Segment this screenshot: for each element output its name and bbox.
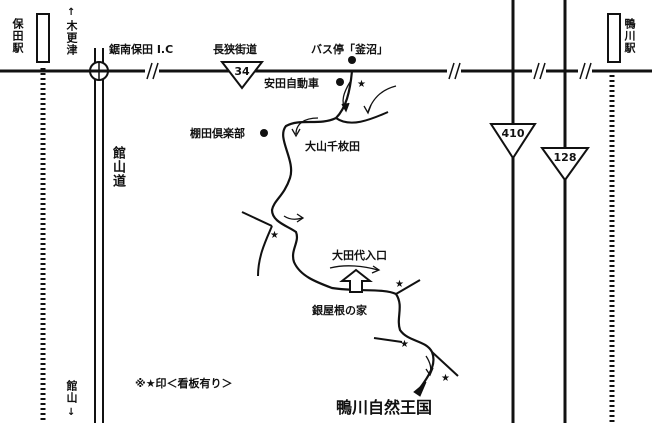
ginyane-arrow-icon — [339, 268, 373, 293]
destination-label: 鴨川自然王国 — [336, 398, 433, 417]
winding-route — [270, 70, 435, 389]
route-128-shield — [540, 147, 590, 182]
yasuda-garage-label: 安田自動車 — [264, 77, 319, 90]
side-road-b — [241, 211, 273, 227]
signboard-star: ★ — [270, 230, 279, 241]
route-410-number: 410 — [501, 127, 525, 140]
ohtashiro-entrance-label: 大田代入口 — [332, 249, 387, 262]
signboard-stars: ★ ★ ★ ★ ★ — [270, 79, 450, 384]
tanada-club-dot — [260, 129, 268, 137]
yasuda-garage-dot — [336, 78, 344, 86]
signboard-star: ★ — [357, 79, 366, 90]
down-arrow-tateyama: ↓ — [67, 407, 76, 418]
tanada-club-label: 棚田倶楽部 — [190, 127, 245, 140]
kyonan-ic-label: 鋸南保田 I.C — [109, 43, 174, 56]
kisarazu-label: 木更津 — [65, 20, 78, 56]
route-410-shield — [489, 123, 537, 160]
kamogawa-station-label: 鴨川駅 — [623, 18, 636, 54]
signboard-star: ★ — [441, 373, 450, 384]
destination-arrowhead — [413, 381, 427, 397]
signboard-star: ★ — [400, 339, 409, 350]
side-road-d — [395, 279, 421, 295]
ginyane-house-label: 銀屋根の家 — [312, 304, 367, 317]
nagasa-kaido-label: 長狭街道 — [213, 43, 257, 56]
sign-note-label: ※★印＜看板有り＞ — [135, 377, 233, 390]
signboard-star: ★ — [395, 279, 404, 290]
side-road-c — [257, 225, 273, 277]
road-break-marks — [145, 62, 592, 80]
oyama-senmaida-label: 大山千枚田 — [305, 140, 360, 153]
side-road-f — [431, 351, 459, 377]
up-arrow-kisarazu: ↑ — [67, 7, 76, 18]
side-road-a — [335, 111, 389, 124]
hota-station-box — [36, 13, 50, 63]
kamogawa-station-box — [607, 13, 621, 63]
side-road-e — [373, 337, 403, 343]
bus-stop-dot — [348, 56, 356, 64]
route-34-shield — [219, 61, 265, 90]
route-34-number: 34 — [234, 65, 250, 78]
hota-station-label: 保田駅 — [11, 18, 24, 54]
tateyama-dir-label: 館山 — [65, 380, 78, 404]
direction-arrows — [283, 81, 434, 377]
tateyama-road-label: 館山道 — [110, 146, 125, 188]
bus-stop-label: バス停「釜沼」 — [311, 43, 388, 56]
route-128-number: 128 — [553, 151, 577, 164]
